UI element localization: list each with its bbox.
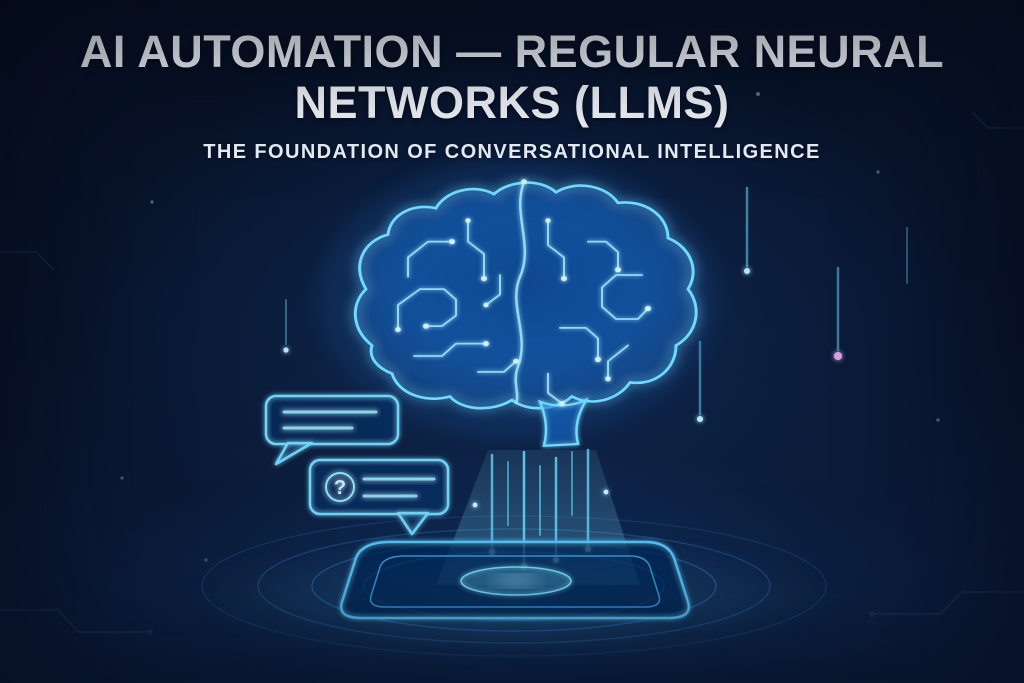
brain-circuit-traces [397,219,649,405]
poster-subtitle: THE FOUNDATION OF CONVERSATIONAL INTELLI… [203,141,821,163]
hologram-platform-icon [339,540,691,620]
question-chat-bubble-icon: ? [308,458,450,536]
light-streak [283,299,289,353]
brain-circuit-icon [318,158,718,447]
poster-title-line-1: AI AUTOMATION — REGULAR NEURAL [79,26,945,77]
question-mark-circle [325,472,355,502]
question-mark-glyph: ? [334,477,346,499]
poster-title-line-2: NETWORKS (LLMs) [294,77,730,128]
poster-header: AI AUTOMATION — REGULAR NEURAL NETWORKS … [0,26,1024,164]
chat-bubble-icon [264,394,400,466]
light-streak [744,186,750,274]
brain-outline [353,181,698,410]
background-circuit-traces [0,111,1024,635]
ambient-dots [120,92,940,562]
brain-circuit-nodes [395,179,651,406]
light-streak [834,266,842,360]
